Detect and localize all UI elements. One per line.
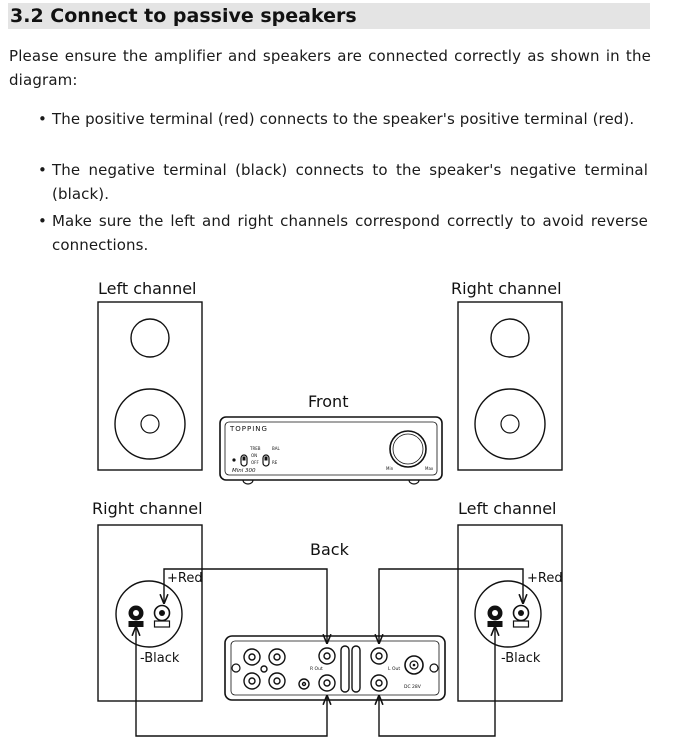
- right-minus-black-label: -Black: [501, 651, 541, 666]
- brand-logo: TOPPING: [229, 425, 268, 433]
- knob-label-max: Max: [425, 466, 434, 471]
- model-name: Mini 300: [232, 468, 256, 474]
- tweeter-icon: [130, 318, 170, 358]
- bottom-left-channel-label: Right channel: [92, 499, 203, 518]
- left-minus-black-label: -Black: [140, 651, 180, 666]
- intro-paragraph: Please ensure the amplifier and speakers…: [9, 47, 651, 89]
- speaker-back-right: [457, 524, 563, 702]
- l-out-label: L Out: [388, 666, 400, 672]
- foot-icon: [242, 479, 254, 485]
- switch-label: OFF: [251, 460, 259, 465]
- bullet-text: The negative terminal (black) connects t…: [52, 161, 648, 203]
- bullet-dot: •: [38, 212, 47, 230]
- power-led-icon: [232, 458, 236, 462]
- switch-label: ON: [251, 453, 257, 458]
- foot-icon: [408, 479, 420, 485]
- dc-input-icon: [404, 655, 424, 675]
- volume-knob-icon: [389, 430, 427, 468]
- speaker-top-right: [457, 301, 563, 471]
- speaker-back-left: [97, 524, 203, 702]
- tweeter-icon: [490, 318, 530, 358]
- amplifier-back-view: R Out L Out DC 28V: [224, 635, 446, 701]
- section-heading-bar: [8, 3, 650, 29]
- bullet-item: • The positive terminal (red) connects t…: [38, 107, 648, 131]
- switch-label: TREB: [249, 446, 261, 451]
- bullet-dot: •: [38, 161, 47, 179]
- knob-label-min: Min: [386, 466, 394, 471]
- top-right-channel-label: Right channel: [451, 279, 562, 298]
- bullet-dot: •: [38, 110, 47, 128]
- bullet-item: • The negative terminal (black) connects…: [38, 158, 648, 206]
- right-plus-red-label: +Red: [527, 571, 563, 586]
- speaker-top-left: [97, 301, 203, 471]
- bullet-text: The positive terminal (red) connects to …: [52, 110, 635, 128]
- switch-label: BAL: [272, 446, 280, 451]
- r-out-label: R Out: [310, 666, 323, 672]
- bottom-right-channel-label: Left channel: [458, 499, 557, 518]
- bullet-text: Make sure the left and right channels co…: [52, 212, 648, 254]
- section-title: 3.2 Connect to passive speakers: [10, 5, 357, 27]
- dc-label: DC 28V: [404, 684, 422, 690]
- front-label: Front: [308, 392, 348, 411]
- woofer-icon: [474, 388, 546, 460]
- back-label: Back: [310, 540, 350, 559]
- woofer-icon: [114, 388, 186, 460]
- bullet-item: • Make sure the left and right channels …: [38, 209, 648, 257]
- switch-label: RE: [272, 460, 278, 465]
- connection-wires: [136, 568, 523, 737]
- amplifier-front-view: TOPPING TREB ON OFF BAL RE Mini 300 Min …: [219, 416, 443, 485]
- left-plus-red-label: +Red: [167, 571, 203, 586]
- top-left-channel-label: Left channel: [98, 279, 197, 298]
